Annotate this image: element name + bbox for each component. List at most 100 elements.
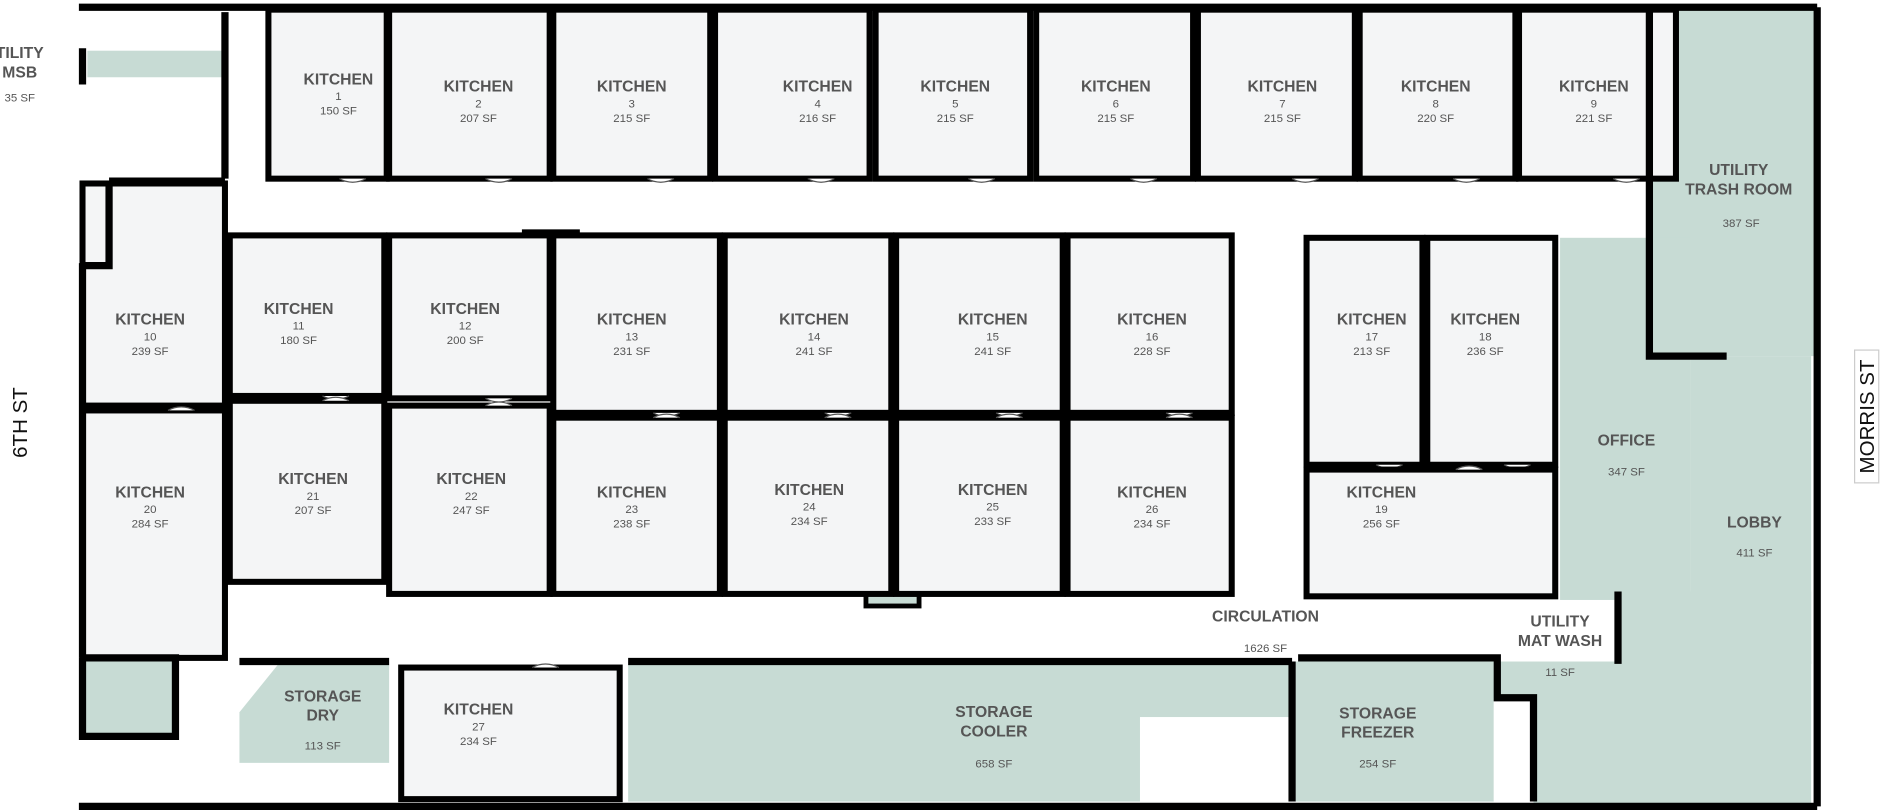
kitchen-walls	[550, 232, 723, 416]
door-icon[interactable]	[485, 178, 513, 183]
room-area: 247 SF	[453, 505, 490, 517]
kitchen-room[interactable]	[386, 401, 553, 597]
kitchen-room[interactable]	[721, 413, 895, 597]
utility-trash-room-label-line2: TRASH ROOM	[1685, 181, 1792, 198]
utility-msb-area[interactable]	[87, 50, 223, 78]
room-number: 7	[1279, 98, 1285, 110]
room-area: 284 SF	[132, 519, 169, 531]
kitchen-room[interactable]	[721, 232, 895, 417]
door-icon[interactable]	[807, 178, 835, 183]
storage-freezer-area[interactable]	[1295, 661, 1494, 802]
room-name: KITCHEN	[264, 301, 334, 318]
utility-msb-label-line2: MSB	[2, 64, 37, 81]
room-name: KITCHEN	[278, 471, 348, 488]
kitchen-room[interactable]	[386, 232, 553, 403]
room-name: KITCHEN	[1248, 79, 1318, 96]
room-number: 4	[814, 98, 821, 110]
utility-mat-wash-label-line2: MAT WASH	[1518, 633, 1602, 650]
room-number: 21	[307, 491, 320, 503]
room-area: 216 SF	[799, 113, 836, 125]
door-icon[interactable]	[995, 413, 1023, 419]
cooler-cutout	[1139, 717, 1293, 802]
room-number: 19	[1375, 504, 1388, 516]
storage-small-area[interactable]	[82, 661, 176, 737]
door-icon[interactable]	[322, 396, 350, 402]
room-name: KITCHEN	[597, 312, 667, 329]
kitchen-room[interactable]	[550, 413, 723, 597]
kitchen-room[interactable]	[1303, 234, 1426, 469]
kitchen-room[interactable]	[550, 6, 714, 183]
kitchen-room[interactable]	[1064, 413, 1235, 597]
door-icon[interactable]	[485, 401, 513, 407]
room-number: 5	[952, 98, 958, 110]
door-icon[interactable]	[339, 178, 367, 183]
room-area: 207 SF	[460, 113, 497, 125]
storage-cooler-label-line2: COOLER	[960, 723, 1027, 740]
storage-dry-area[interactable]	[239, 661, 390, 763]
door-icon[interactable]	[167, 406, 195, 411]
storage-dry-label-line2: DRY	[306, 708, 339, 725]
kitchen-room[interactable]	[1424, 234, 1559, 469]
kitchen-room[interactable]	[79, 179, 228, 409]
door-icon[interactable]	[1291, 178, 1319, 183]
room-name: KITCHEN	[774, 482, 844, 499]
door-icon[interactable]	[1452, 178, 1480, 183]
kitchen-room[interactable]	[550, 232, 723, 417]
office-label: OFFICE	[1598, 432, 1656, 449]
kitchen-walls	[1064, 232, 1235, 416]
kitchen-room[interactable]	[398, 663, 623, 803]
kitchen-walls	[1064, 414, 1235, 597]
room-area: 215 SF	[937, 113, 974, 125]
kitchen-room[interactable]	[386, 6, 553, 183]
door-icon[interactable]	[652, 413, 681, 419]
circulation-label: CIRCULATION	[1212, 609, 1319, 626]
storage-dry-label: STORAGE	[284, 688, 361, 705]
kitchen-room[interactable]	[265, 6, 390, 183]
room-area: 150 SF	[320, 106, 357, 118]
office-area[interactable]	[1560, 237, 1691, 600]
kitchen-room[interactable]	[226, 396, 388, 585]
door-icon[interactable]	[1612, 178, 1641, 183]
utility-msb-label: TILITY	[0, 45, 44, 62]
door-icon[interactable]	[647, 178, 675, 183]
kitchen-room[interactable]	[893, 232, 1066, 417]
room-name: KITCHEN	[115, 312, 185, 329]
kitchen-room[interactable]	[1194, 6, 1358, 183]
exterior-walls	[78, 3, 1821, 810]
door-icon[interactable]	[485, 397, 513, 403]
room-number: 9	[1591, 98, 1597, 110]
room-number: 8	[1433, 98, 1439, 110]
restroom-area[interactable]	[1533, 661, 1812, 804]
room-area: 220 SF	[1417, 113, 1454, 125]
kitchen-walls	[1424, 234, 1559, 468]
utility-trash-room-area: 387 SF	[1723, 218, 1760, 230]
utility-mat-wash-label: UTILITY	[1530, 614, 1590, 631]
storage-cooler-area: 658 SF	[975, 759, 1012, 771]
lobby-lower-area[interactable]	[1618, 591, 1812, 664]
door-icon[interactable]	[1165, 413, 1193, 419]
room-number: 15	[986, 331, 999, 343]
room-number: 2	[475, 98, 481, 110]
door-icon[interactable]	[531, 663, 560, 669]
storage-dry-area: 113 SF	[305, 741, 341, 753]
door-icon[interactable]	[1130, 178, 1158, 183]
door-icon[interactable]	[1455, 465, 1483, 471]
kitchen-walls	[398, 664, 623, 803]
kitchen-room[interactable]	[1356, 6, 1519, 183]
room-number: 3	[629, 98, 635, 110]
room-area: 236 SF	[1467, 346, 1504, 358]
room-number: 6	[1113, 98, 1119, 110]
kitchen-room[interactable]	[893, 413, 1066, 597]
door-icon[interactable]	[968, 178, 996, 183]
kitchen-room[interactable]	[872, 6, 1034, 183]
room-area: 180 SF	[280, 335, 317, 347]
kitchen-walls	[1303, 234, 1426, 468]
kitchen-room[interactable]	[79, 406, 228, 661]
kitchen-room[interactable]	[1064, 232, 1235, 417]
door-icon[interactable]	[824, 413, 852, 419]
kitchen-room[interactable]	[1303, 465, 1559, 600]
room-area: 231 SF	[613, 346, 650, 358]
kitchen-room[interactable]	[1033, 6, 1197, 183]
kitchen-room[interactable]	[712, 6, 873, 183]
room-number: 10	[144, 331, 157, 343]
